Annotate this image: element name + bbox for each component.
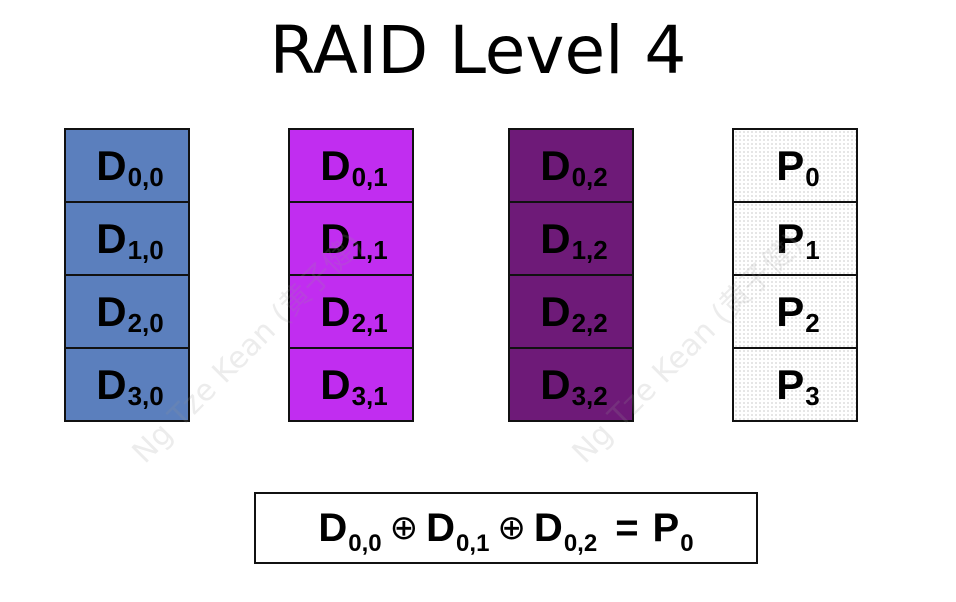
- xor-operator: ⊕: [497, 508, 526, 548]
- page-title: RAID Level 4: [269, 12, 687, 89]
- equals-sign: =: [615, 505, 639, 550]
- xor-operator: ⊕: [389, 508, 419, 548]
